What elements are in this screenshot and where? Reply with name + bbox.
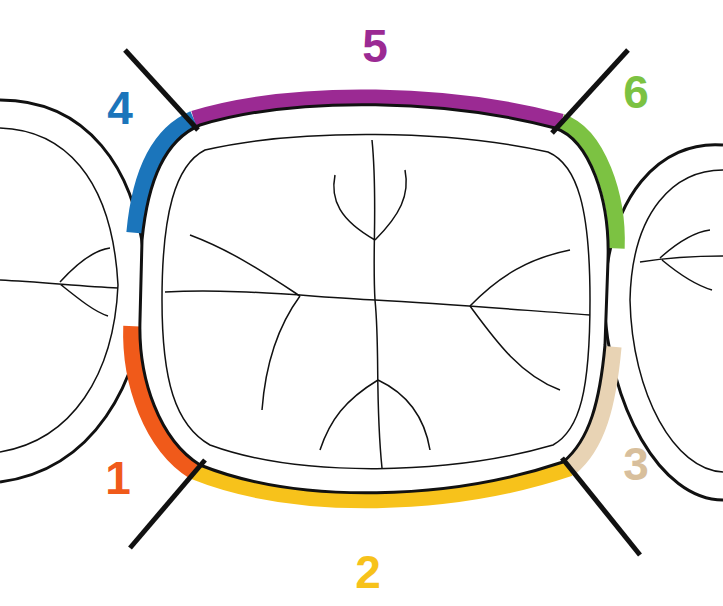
callout-number: 3	[623, 441, 649, 487]
callout-number: 4	[107, 85, 133, 131]
adjacent-teeth	[0, 100, 723, 500]
callout-number: 1	[105, 455, 131, 501]
callout-number: 2	[355, 549, 381, 595]
surface-bands	[131, 98, 616, 500]
fissures	[165, 140, 590, 468]
cusp-ridge	[162, 134, 590, 468]
molar-outline	[140, 105, 608, 493]
callout-number: 6	[623, 69, 649, 115]
callout-number: 5	[362, 23, 388, 69]
division-lines	[125, 50, 640, 555]
